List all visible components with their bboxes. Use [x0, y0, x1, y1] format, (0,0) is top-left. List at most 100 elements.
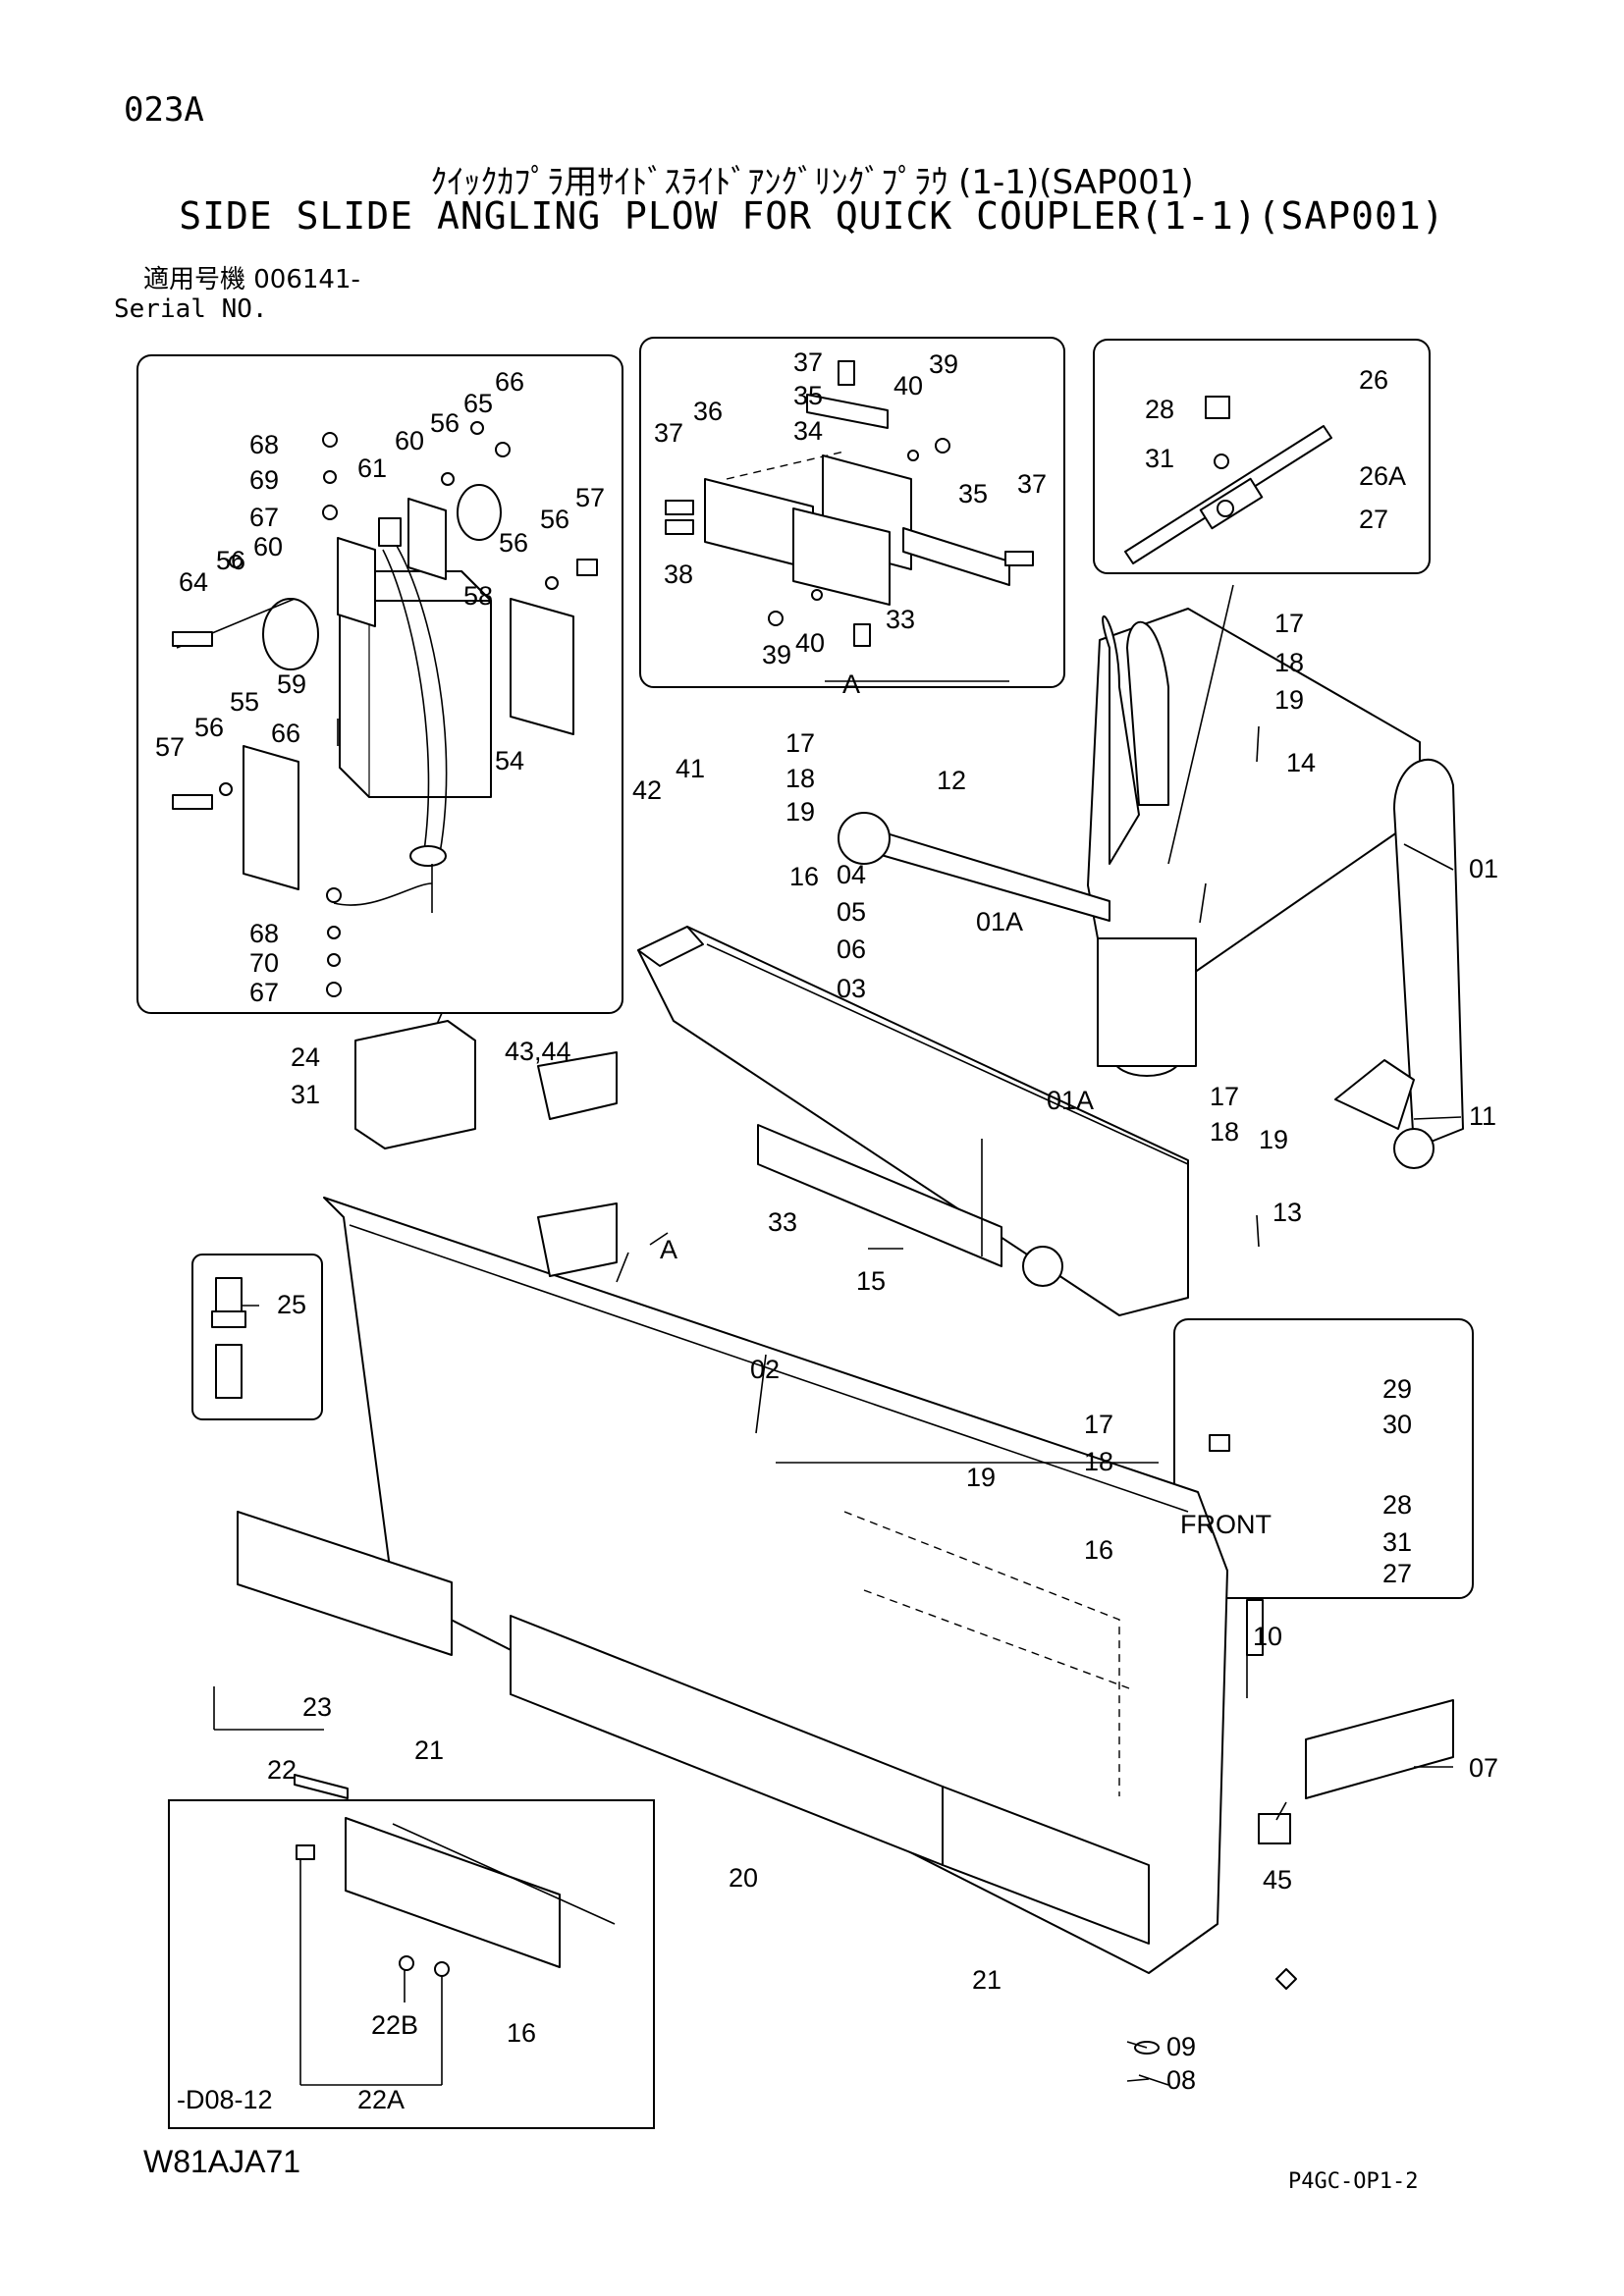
- part-label: 09: [1166, 2032, 1196, 2061]
- part-label: 57: [575, 483, 605, 512]
- part-label: 02: [750, 1355, 780, 1384]
- main-frame-drawing: [237, 608, 1464, 2086]
- part-label: 67: [249, 503, 279, 532]
- part-label: 35: [793, 381, 823, 410]
- part-label: 21: [972, 1965, 1001, 1995]
- part-label: 29: [1382, 1374, 1412, 1404]
- part-label: 07: [1469, 1753, 1498, 1783]
- part-label: 66: [271, 719, 300, 748]
- inset-detail-a: [639, 337, 1065, 688]
- grease-fitting-drawing: [211, 1277, 259, 1399]
- title-english: SIDE SLIDE ANGLING PLOW FOR QUICK COUPLE…: [179, 194, 1445, 238]
- part-label: 26A: [1359, 461, 1406, 491]
- part-label: 16: [789, 862, 819, 891]
- part-label: 19: [1259, 1125, 1288, 1154]
- part-label: 40: [795, 628, 825, 658]
- part-label: 22A: [357, 2085, 405, 2114]
- callout-a-label: A: [660, 1235, 677, 1264]
- part-label: 19: [1274, 685, 1304, 715]
- part-label: 38: [664, 560, 693, 589]
- part-label: 37: [1017, 469, 1047, 499]
- part-label: 17: [1210, 1082, 1239, 1111]
- drawing-code: W81AJA71: [143, 2144, 301, 2179]
- part-label: 20: [729, 1863, 758, 1893]
- part-label: 03: [837, 974, 866, 1003]
- part-label: 13: [1272, 1198, 1302, 1227]
- part-label: 01A: [1047, 1086, 1094, 1115]
- inset-lamp-detail: [136, 354, 623, 1014]
- part-label: 66: [495, 367, 524, 397]
- part-label: 57: [155, 732, 185, 762]
- part-label: 16: [1084, 1535, 1113, 1565]
- part-label: 55: [230, 687, 259, 717]
- part-label: 60: [253, 532, 283, 561]
- part-label: 31: [291, 1080, 320, 1109]
- part-label: 33: [886, 605, 915, 634]
- part-label: 11: [1469, 1101, 1496, 1131]
- part-label: 14: [1286, 748, 1316, 777]
- part-label: 05: [837, 897, 866, 927]
- part-label: 31: [1145, 444, 1174, 473]
- part-label: 18: [1084, 1447, 1113, 1476]
- part-label: 23: [302, 1692, 332, 1722]
- leader-lines: [213, 584, 1462, 2086]
- serial-number-label: Serial NO.: [114, 294, 268, 324]
- revision-label: -D08-12: [177, 2085, 273, 2114]
- part-label: 21: [414, 1735, 444, 1765]
- part-label: 22B: [371, 2010, 418, 2040]
- part-label: 18: [1274, 648, 1304, 677]
- part-label: 58: [463, 581, 493, 611]
- part-label: 39: [929, 349, 958, 379]
- part-label: 27: [1382, 1559, 1412, 1588]
- part-label: 36: [693, 397, 723, 426]
- part-label: 30: [1382, 1410, 1412, 1439]
- part-label: 15: [856, 1266, 886, 1296]
- part-label: 31: [1382, 1527, 1412, 1557]
- part-label: 17: [1274, 609, 1304, 638]
- front-label: FRONT: [1180, 1510, 1272, 1539]
- part-label: 26: [1359, 365, 1388, 395]
- part-label: 68: [249, 430, 279, 459]
- part-label: 40: [893, 371, 923, 400]
- part-label: 01: [1469, 854, 1498, 883]
- part-label: 28: [1145, 395, 1174, 424]
- part-label: 28: [1382, 1490, 1412, 1520]
- part-label: 56: [194, 713, 224, 742]
- part-number-labels: 68 69 67 61 60 56 65 66 60 57 56 56 64 5…: [155, 347, 1498, 2114]
- part-label: 12: [937, 766, 966, 795]
- part-label: 54: [495, 746, 524, 775]
- part-label: 56: [430, 408, 460, 438]
- part-label: 19: [966, 1463, 996, 1492]
- part-label: 42: [632, 775, 662, 805]
- detail-a-slide-blocks: [665, 360, 1034, 647]
- part-label: 39: [762, 640, 791, 669]
- part-label: 19: [785, 797, 815, 827]
- inset-front-hose: [1173, 1318, 1474, 1599]
- lamp-assembly-drawing: [172, 421, 598, 997]
- part-label: 27: [1359, 505, 1388, 534]
- part-label: 60: [395, 426, 424, 455]
- part-label: 70: [249, 948, 279, 978]
- inset-hose-clamp: [1093, 339, 1431, 574]
- part-label: 35: [958, 479, 988, 508]
- part-label: 43,44: [505, 1037, 571, 1066]
- part-label: 37: [654, 418, 683, 448]
- part-label: 45: [1263, 1865, 1292, 1895]
- part-label: 16: [507, 2018, 536, 2048]
- part-label: 18: [1210, 1117, 1239, 1147]
- part-label: 17: [785, 728, 815, 758]
- part-label: 25: [277, 1290, 306, 1319]
- part-label: 24: [291, 1042, 320, 1072]
- part-label: 22: [267, 1755, 297, 1785]
- part-label: 18: [785, 764, 815, 793]
- part-label: 06: [837, 934, 866, 964]
- part-label: 65: [463, 389, 493, 418]
- part-label: 01A: [976, 907, 1023, 936]
- part-label: 33: [768, 1207, 797, 1237]
- part-label: 56: [216, 546, 245, 575]
- part-label: 17: [1084, 1410, 1113, 1439]
- part-label: 69: [249, 465, 279, 495]
- part-label: 08: [1166, 2065, 1196, 2095]
- inset-grease-fitting: [191, 1254, 323, 1420]
